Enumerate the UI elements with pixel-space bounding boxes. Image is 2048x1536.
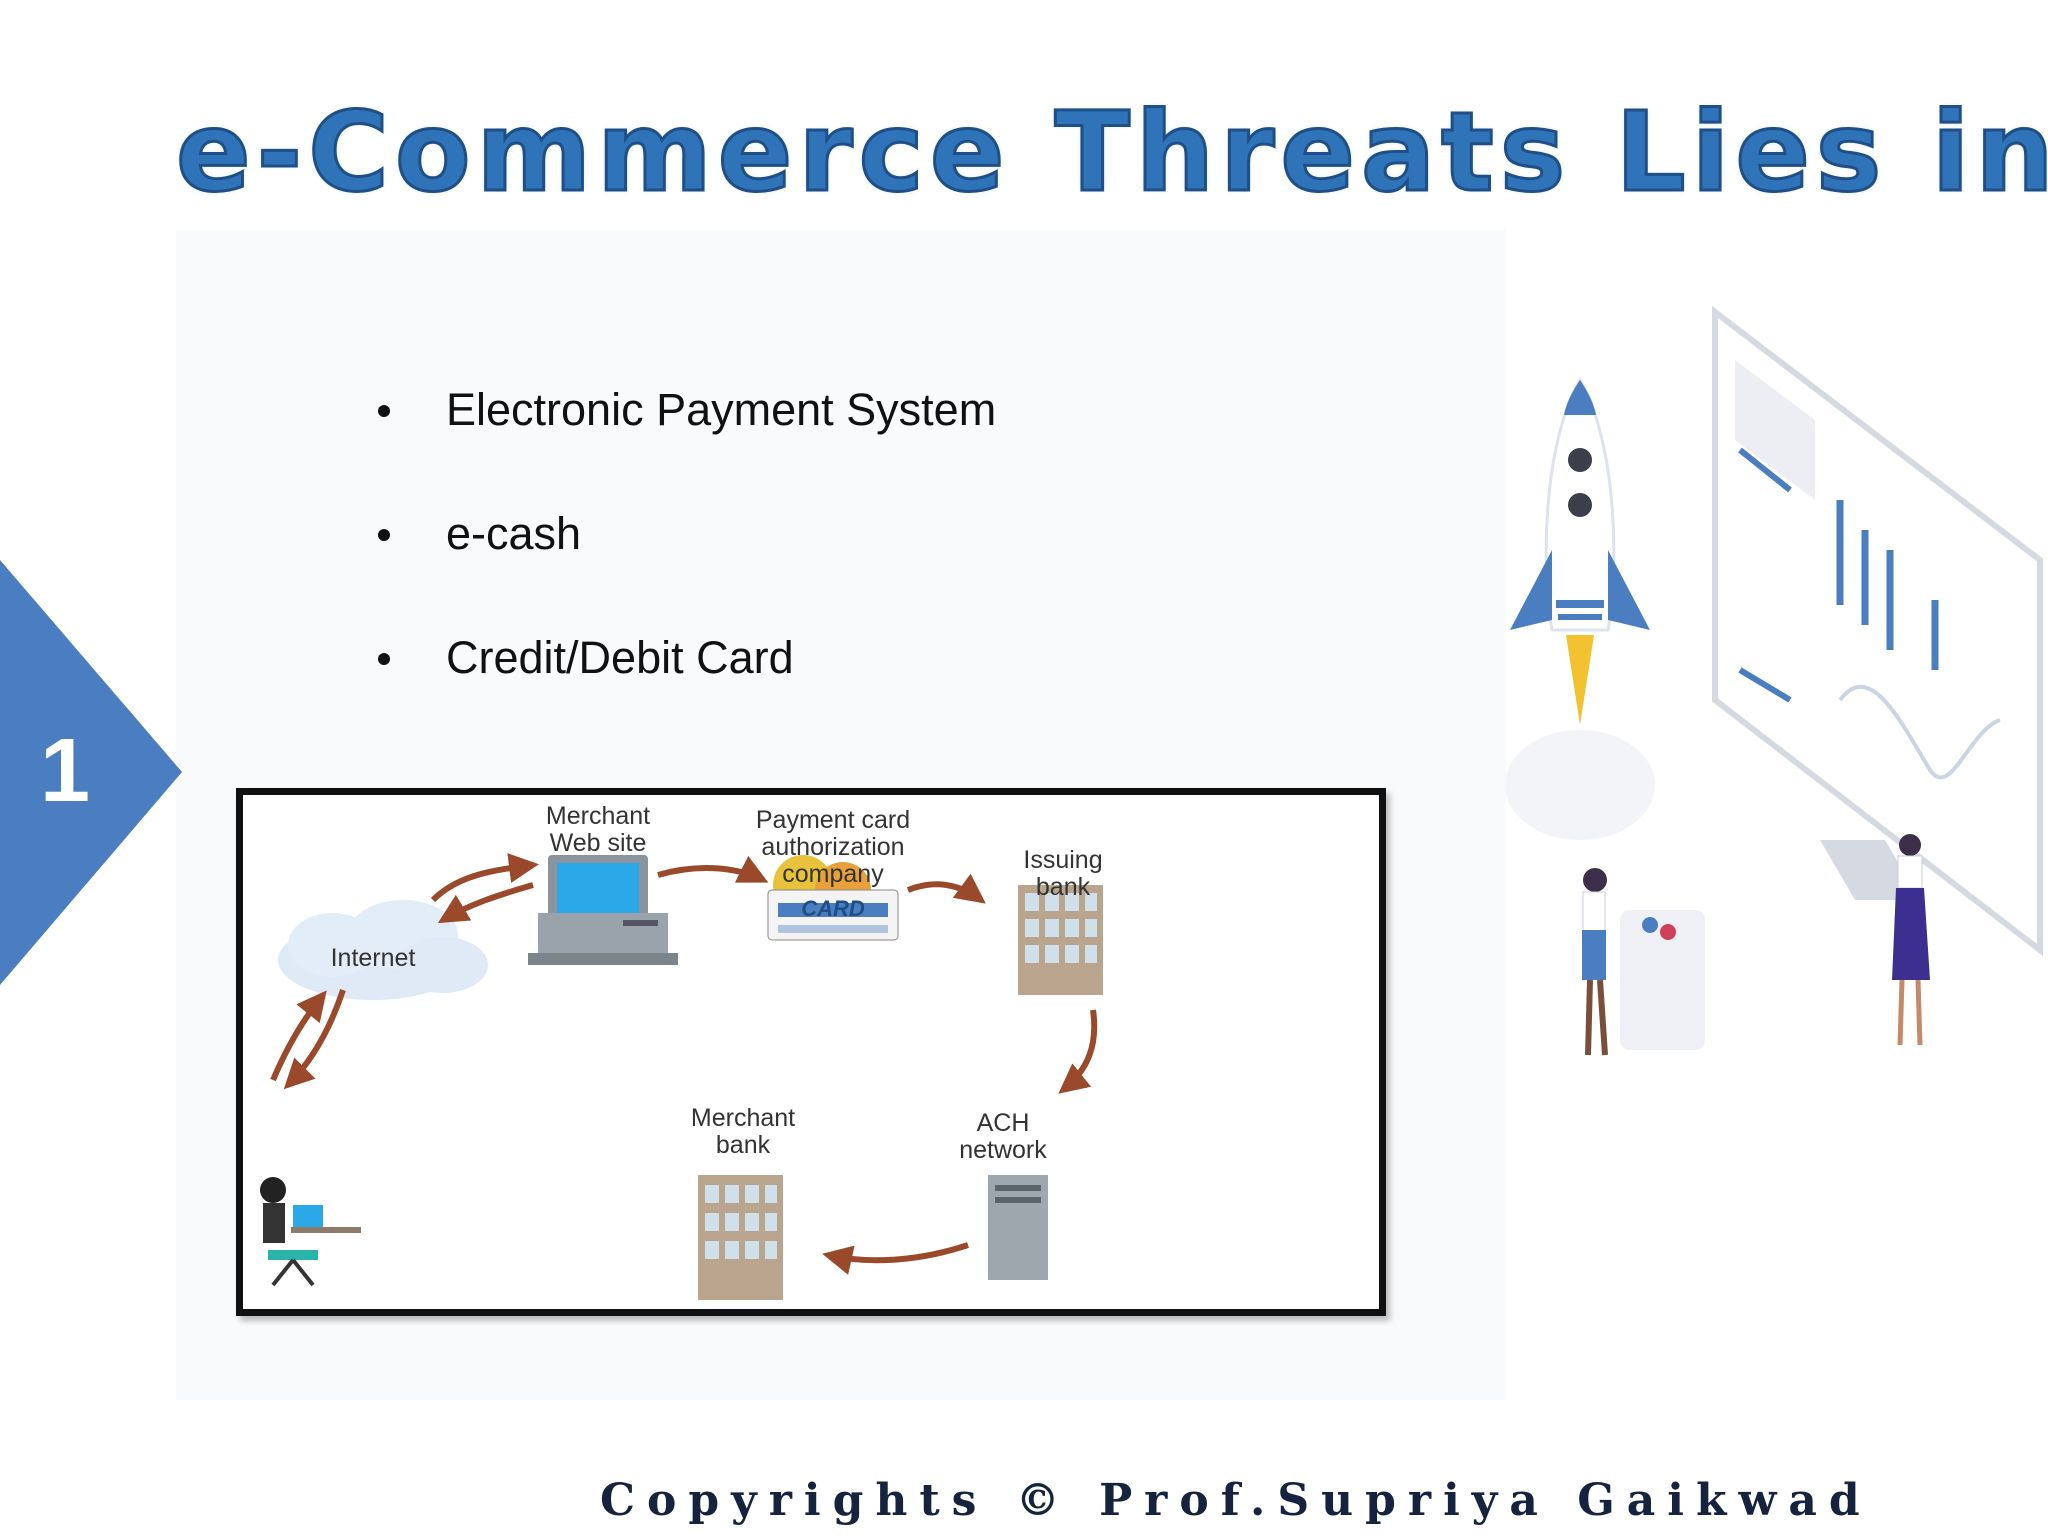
bullet-item: Electronic Payment System — [370, 370, 996, 494]
bullet-item: Credit/Debit Card — [370, 618, 996, 742]
bullet-item: e-cash — [370, 494, 996, 618]
slide-number-badge — [0, 560, 182, 985]
computer-icon — [528, 855, 678, 965]
monitor-dashboard-icon — [1712, 305, 2043, 957]
card-text: CARD — [801, 896, 865, 921]
credit-card-icon — [767, 855, 899, 941]
slide-title: e-Commerce Threats Lies in — [175, 87, 2048, 218]
ach-server-icon — [988, 1175, 1048, 1280]
bullet-dot-icon — [378, 529, 390, 541]
label-ach-network: ACH network — [959, 1109, 1047, 1164]
woman-presenting-icon — [1892, 834, 1930, 1046]
bullet-text: Credit/Debit Card — [446, 632, 794, 683]
bullet-list: Electronic Payment System e-cash Credit/… — [370, 370, 996, 742]
copyright-footer: Copyrights © Prof.Supriya Gaikwad — [600, 1475, 1872, 1526]
rocket-dashboard-illustration — [1505, 305, 2043, 1056]
bullet-dot-icon — [378, 405, 390, 417]
internet-cloud-icon — [278, 900, 488, 1000]
label-issuing-bank: Issuing bank — [1023, 846, 1103, 901]
payment-flow-diagram: Merchant Web site Payment card authoriza… — [236, 788, 1386, 1316]
label-merchant-web-site: Merchant Web site — [545, 802, 651, 857]
merchant-bank-building-icon — [698, 1175, 783, 1300]
label-merchant-bank: Merchant bank — [690, 1104, 796, 1159]
label-payment-card-company: Payment card authorization company — [755, 806, 911, 888]
rocket-icon — [1505, 377, 1655, 840]
woman-at-panel-icon — [1582, 868, 1705, 1056]
slide-number: 1 — [40, 721, 91, 821]
label-internet: Internet — [330, 944, 416, 972]
issuing-bank-building-icon — [1018, 885, 1103, 995]
bullet-text: Electronic Payment System — [446, 384, 997, 435]
bullet-dot-icon — [378, 653, 390, 665]
bullet-text: e-cash — [446, 508, 582, 559]
user-at-desk-icon — [260, 1177, 361, 1287]
flow-arrows — [270, 853, 1098, 1275]
payment-flow-graphic — [260, 853, 1103, 1300]
